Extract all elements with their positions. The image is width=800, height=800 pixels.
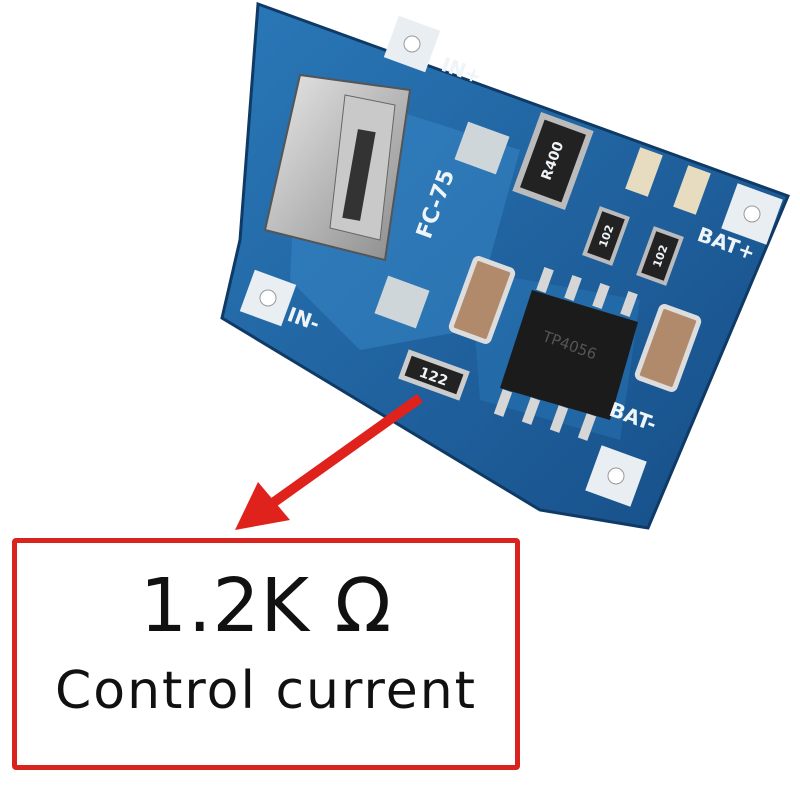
pad-in-plus — [383, 15, 441, 73]
led-resistor-2: 102 — [636, 226, 684, 286]
capacitor-battery — [634, 304, 702, 392]
tp4056-chip: TP4056 — [493, 267, 638, 441]
callout-caption: Control current — [54, 661, 478, 721]
pad-bat-plus — [721, 183, 783, 245]
micro-usb-connector — [263, 73, 412, 262]
red-arrow — [235, 393, 423, 530]
capacitor-input — [448, 256, 516, 344]
led-resistor-1: 102 — [582, 206, 630, 266]
prog-resistor: 122 — [398, 349, 470, 401]
led-1 — [625, 147, 663, 197]
sense-resistor: R400 — [512, 111, 594, 211]
callout-box: 1.2K Ω Control current — [12, 538, 520, 770]
pad-bat-minus — [585, 445, 647, 507]
pad-in-minus — [239, 269, 297, 327]
led-2 — [673, 165, 711, 215]
resistance-value: 1.2K Ω — [139, 563, 393, 649]
